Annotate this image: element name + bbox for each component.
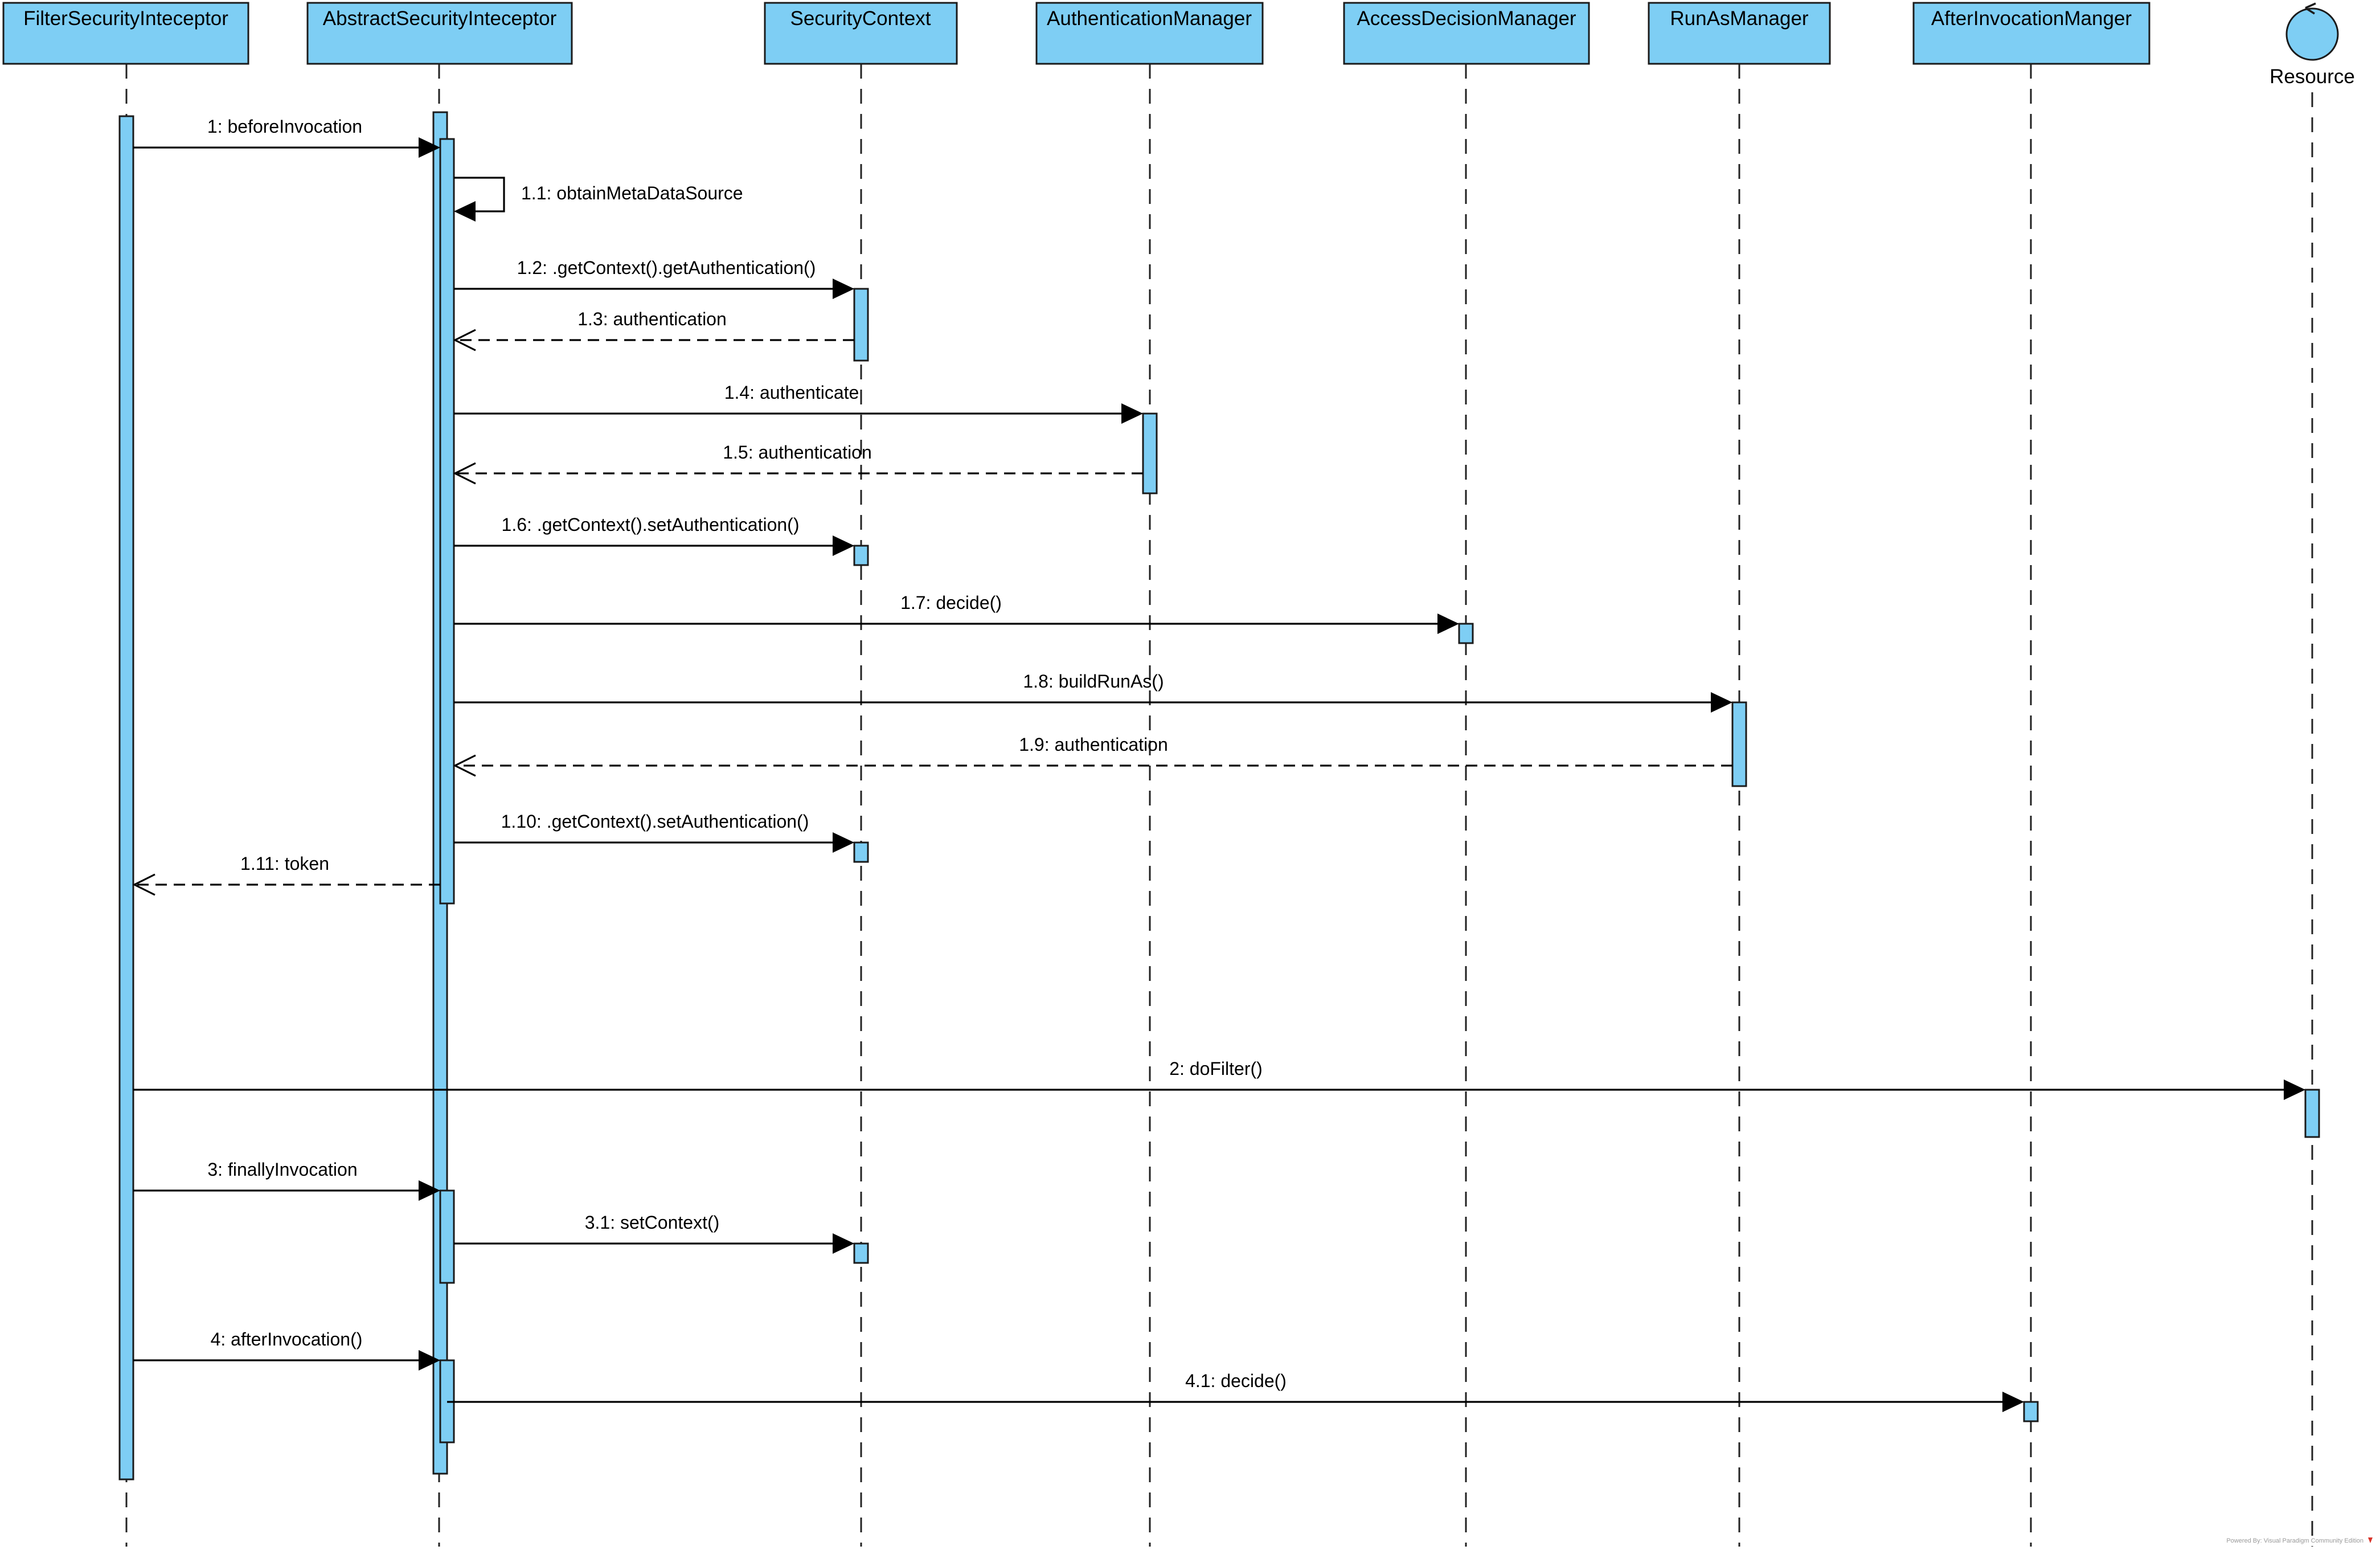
arrowhead-filled <box>833 279 854 299</box>
message-label: 3.1: setContext() <box>585 1212 720 1233</box>
activations <box>118 111 2320 1481</box>
message-2[interactable]: 2: doFilter() <box>133 1058 2305 1100</box>
message-1-1[interactable]: 1.1: obtainMetaDataSource <box>454 177 743 222</box>
activation-ram <box>1731 701 1747 787</box>
watermark-text: Powered By: Visual Paradigm Community Ed… <box>2226 1537 2363 1544</box>
message-1-10[interactable]: 1.10: .getContext().setAuthentication() <box>454 811 854 853</box>
participant-label: AbstractSecurityInteceptor <box>323 7 557 30</box>
activation-aim <box>2023 1401 2039 1422</box>
arrowhead-filled <box>2284 1079 2305 1100</box>
message-1-7[interactable]: 1.7: decide() <box>454 592 1459 634</box>
participant-fsi[interactable]: FilterSecurityInteceptor <box>2 2 249 65</box>
activation-sc-2 <box>853 545 869 566</box>
message-1-9[interactable]: 1.9: authentication <box>453 734 1732 777</box>
visual-paradigm-logo-icon <box>2368 1537 2373 1543</box>
message-label: 1.4: authenticate <box>724 382 859 403</box>
participant-label: FilterSecurityInteceptor <box>23 7 228 30</box>
participant-ram[interactable]: RunAsManager <box>1648 2 1831 65</box>
message-label: 1.8: buildRunAs() <box>1023 671 1164 692</box>
activation-adm <box>1458 623 1474 644</box>
arrowhead-filled <box>833 1233 854 1254</box>
message-label: 1.7: decide() <box>900 592 1002 613</box>
participant-res[interactable]: Resource <box>2270 2 2355 88</box>
arrowhead-filled <box>833 535 854 556</box>
activation-res <box>2304 1089 2320 1138</box>
arrowhead-filled <box>454 201 476 222</box>
participant-label: Resource <box>2270 66 2355 88</box>
message-1-4[interactable]: 1.4: authenticate <box>454 382 1143 424</box>
arrowhead-filled <box>419 137 440 158</box>
participant-box <box>306 2 573 65</box>
arrowhead-open <box>453 329 476 351</box>
participant-box <box>1343 2 1590 65</box>
message-label: 4.1: decide() <box>1185 1371 1287 1391</box>
participant-adm[interactable]: AccessDecisionManager <box>1343 2 1590 65</box>
participant-headers: FilterSecurityInteceptor AbstractSecurit… <box>2 2 2355 88</box>
arrowhead-open <box>132 873 155 896</box>
participant-sc[interactable]: SecurityContext <box>764 2 958 65</box>
message-label: 1.11: token <box>240 853 329 874</box>
participant-aim[interactable]: AfterInvocationManger <box>1912 2 2150 65</box>
message-4-1[interactable]: 4.1: decide() <box>447 1371 2024 1412</box>
activation-sc-4 <box>853 1242 869 1264</box>
message-label: 1: beforeInvocation <box>207 116 362 137</box>
message-label: 3: finallyInvocation <box>207 1159 357 1180</box>
message-label: 2: doFilter() <box>1169 1058 1263 1079</box>
participant-box <box>1912 2 2150 65</box>
participant-box <box>2 2 249 65</box>
control-circle-icon <box>2285 2 2339 61</box>
message-label: 1.10: .getContext().setAuthentication() <box>501 811 809 832</box>
message-1-6[interactable]: 1.6: .getContext().setAuthentication() <box>454 514 854 556</box>
message-1-5[interactable]: 1.5: authentication <box>453 442 1143 485</box>
participant-am[interactable]: AuthenticationManager <box>1035 2 1264 65</box>
arrowhead-filled <box>1437 614 1459 634</box>
arrowhead-open <box>453 754 476 777</box>
arrowhead-filled <box>1121 403 1143 424</box>
activation-sc-1 <box>853 288 869 362</box>
activation-asi-1 <box>439 138 455 905</box>
message-label: 4: afterInvocation() <box>211 1329 363 1349</box>
participant-box <box>764 2 958 65</box>
message-3-1[interactable]: 3.1: setContext() <box>454 1212 854 1254</box>
message-label: 1.9: authentication <box>1019 734 1168 755</box>
arrowhead-filled <box>833 832 854 853</box>
watermark: Powered By: Visual Paradigm Community Ed… <box>2226 1537 2373 1544</box>
messages: 1: beforeInvocation 1.1: obtainMetaDataS… <box>132 116 2305 1412</box>
message-label: 1.6: .getContext().setAuthentication() <box>502 514 800 535</box>
participant-label: AfterInvocationManger <box>1931 7 2132 30</box>
arrowhead-open <box>453 462 476 485</box>
participant-label: SecurityContext <box>790 7 931 30</box>
activation-am <box>1142 412 1158 494</box>
participant-label: AccessDecisionManager <box>1357 7 1576 30</box>
activation-sc-3 <box>853 841 869 863</box>
participant-asi[interactable]: AbstractSecurityInteceptor <box>306 2 573 65</box>
message-1-11[interactable]: 1.11: token <box>132 853 440 896</box>
participant-box <box>1035 2 1264 65</box>
message-1[interactable]: 1: beforeInvocation <box>133 116 440 158</box>
message-label: 1.2: .getContext().getAuthentication() <box>517 257 816 278</box>
activation-asi-3 <box>439 1189 455 1284</box>
participant-label: RunAsManager <box>1670 7 1809 30</box>
message-1-2[interactable]: 1.2: .getContext().getAuthentication() <box>454 257 854 299</box>
arrowhead-filled <box>419 1180 440 1201</box>
message-label: 1.3: authentication <box>577 309 727 329</box>
message-1-3[interactable]: 1.3: authentication <box>453 309 854 351</box>
message-1-8[interactable]: 1.8: buildRunAs() <box>454 671 1732 713</box>
message-label: 1.5: authentication <box>723 442 872 463</box>
participant-label: AuthenticationManager <box>1047 7 1252 30</box>
activation-fsi <box>118 115 134 1481</box>
message-4[interactable]: 4: afterInvocation() <box>133 1329 440 1371</box>
arrowhead-filled <box>1711 692 1732 713</box>
message-3[interactable]: 3: finallyInvocation <box>133 1159 440 1201</box>
participant-box <box>1648 2 1831 65</box>
arrowhead-filled <box>419 1350 440 1371</box>
arrowhead-filled <box>2002 1392 2024 1412</box>
message-label: 1.1: obtainMetaDataSource <box>521 183 743 203</box>
